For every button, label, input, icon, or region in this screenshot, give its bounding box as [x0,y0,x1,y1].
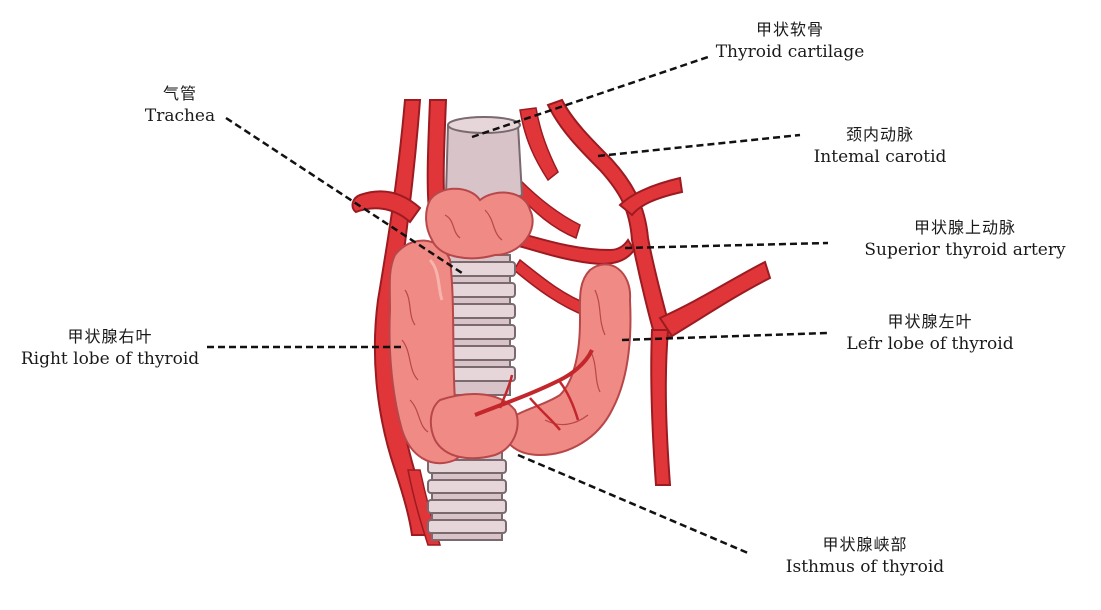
label-left-lobe-en: Lefr lobe of thyroid [846,333,1014,354]
leader-lines [207,55,829,555]
isthmus-of-thyroid [429,349,594,460]
label-trachea: 气管 Trachea [120,84,240,127]
label-trachea-zh: 气管 [162,84,197,103]
label-left-lobe: 甲状腺左叶 Lefr lobe of thyroid [830,312,1030,355]
label-internal-carotid: 颈内动脉 Intemal carotid [800,125,960,168]
leader-superior-thyroid-artery [624,241,829,250]
leader-internal-carotid [597,133,801,158]
leader-isthmus [517,453,749,555]
left-lobe-of-thyroid [503,263,632,457]
thyroid-cartilage [444,116,524,204]
leader-thyroid-cartilage [471,55,709,139]
label-superior-thyroid-artery: 甲状腺上动脉 Superior thyroid artery [850,218,1080,261]
label-internal-carotid-en: Intemal carotid [813,146,947,167]
label-isthmus-en: Isthmus of thyroid [785,556,945,577]
label-thyroid-cartilage: 甲状软骨 Thyroid cartilage [700,20,880,63]
label-trachea-en: Trachea [144,105,216,126]
upper-thyroid-tissue [425,187,534,260]
left-carotid-artery [515,98,772,486]
label-thyroid-cartilage-zh: 甲状软骨 [755,20,824,39]
label-thyroid-cartilage-en: Thyroid cartilage [715,41,865,62]
label-superior-thyroid-artery-zh: 甲状腺上动脉 [913,218,1016,237]
label-isthmus-zh: 甲状腺峡部 [822,535,908,554]
label-internal-carotid-zh: 颈内动脉 [845,125,914,144]
label-right-lobe-en: Right lobe of thyroid [20,348,200,369]
label-right-lobe-zh: 甲状腺右叶 [67,327,153,346]
label-isthmus: 甲状腺峡部 Isthmus of thyroid [770,535,960,578]
superior-thyroid-artery [510,230,636,317]
label-superior-thyroid-artery-en: Superior thyroid artery [864,239,1066,260]
label-left-lobe-zh: 甲状腺左叶 [887,312,973,331]
leader-left-lobe [621,331,829,342]
label-right-lobe: 甲状腺右叶 Right lobe of thyroid [5,327,215,370]
trachea [427,254,516,541]
leader-trachea [225,116,466,277]
